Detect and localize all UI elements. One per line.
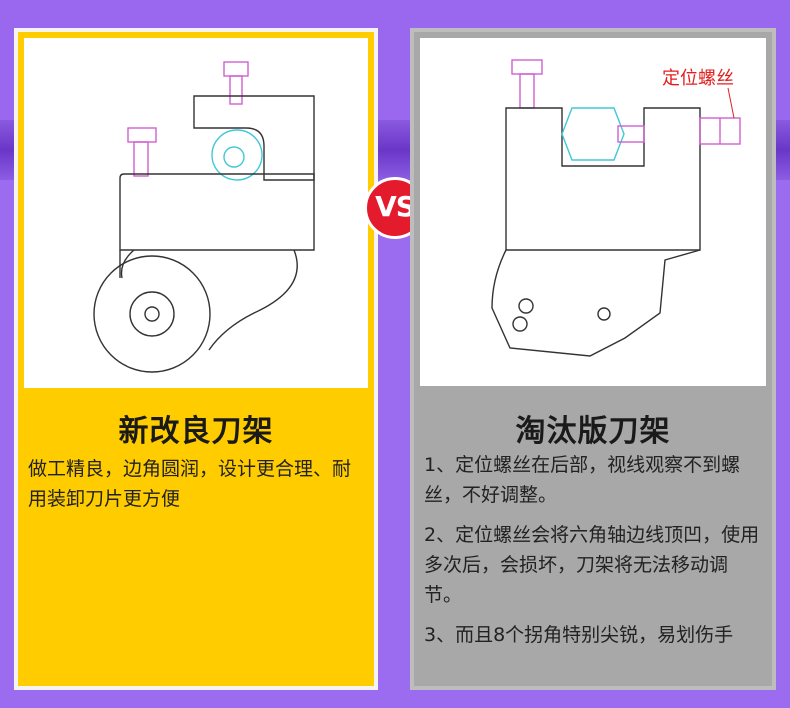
- new-holder-description: 做工精良，边角圆润，设计更合理、耐用装卸刀片更方便: [28, 454, 363, 524]
- old-holder-drawing: [491, 59, 741, 357]
- hex-nut: [561, 107, 625, 161]
- new-holder-title: 新改良刀架: [118, 414, 274, 449]
- old-holder-title: 淘汰版刀架: [515, 414, 671, 449]
- top-screw: [223, 61, 249, 105]
- left-screw: [127, 127, 157, 177]
- new-holder-panel: 新改良刀架 做工精良，边角圆润，设计更合理、耐用装卸刀片更方便: [14, 28, 378, 690]
- side-screw: [617, 117, 741, 145]
- new-holder-drawing-frame: [24, 38, 368, 388]
- old-holder-point-2: 2、定位螺丝会将六角轴边线顶凹，使用多次后，会损坏，刀架将无法移动调节。: [424, 524, 760, 606]
- old-holder-panel: 定位螺丝 淘汰版刀架 1、定位螺丝在后部，视线观察不到螺丝，不好调整。 2、定位…: [410, 28, 776, 690]
- old-holder-drawing-frame: 定位螺丝: [420, 38, 766, 386]
- wheel: [93, 255, 211, 373]
- old-holder-points: 1、定位螺丝在后部，视线观察不到螺丝，不好调整。 2、定位螺丝会将六角轴边线顶凹…: [424, 450, 764, 660]
- old-holder-point-3: 3、而且8个拐角特别尖锐，易划伤手: [424, 624, 734, 646]
- top-screw: [511, 59, 543, 109]
- new-holder-description-text: 做工精良，边角圆润，设计更合理、耐用装卸刀片更方便: [28, 458, 352, 510]
- new-holder-drawing: [93, 61, 315, 373]
- round-nut: [211, 129, 263, 181]
- old-holder-point-1: 1、定位螺丝在后部，视线观察不到螺丝，不好调整。: [424, 454, 741, 506]
- callout-label: 定位螺丝: [662, 68, 734, 89]
